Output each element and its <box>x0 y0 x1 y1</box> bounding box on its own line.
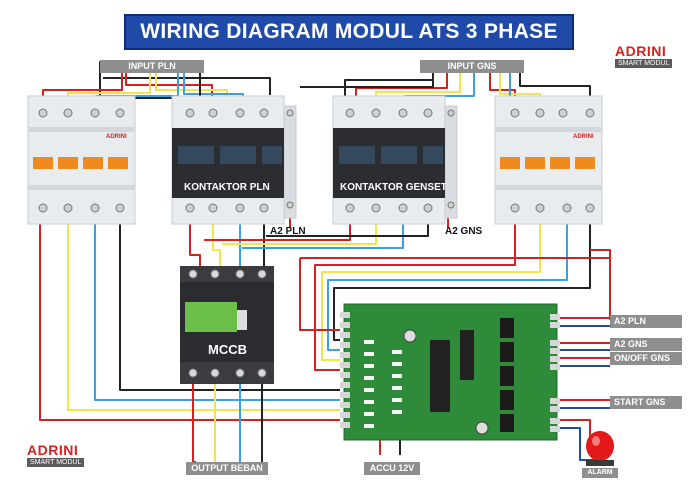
module-output-a2-pln: A2 PLN <box>610 315 682 328</box>
wire-alarm-a <box>557 419 591 440</box>
wire-mcb-gns-s <box>321 220 541 361</box>
input-gns-label: INPUT GNS <box>420 60 524 73</box>
kontaktor-genset-label: KONTAKTOR GENSET <box>340 182 447 193</box>
module-output-onoff-gns: ON/OFF GNS <box>610 352 682 365</box>
a2-gns-label: A2 GNS <box>445 226 483 237</box>
alarm-label: ALARM <box>582 468 618 478</box>
wire-red-module <box>299 258 340 331</box>
a2-pln-label: A2 PLN <box>270 226 306 237</box>
module-output-start-gns: START GNS <box>610 396 682 409</box>
contactor-genset <box>332 95 458 225</box>
brand-name: ADRINI <box>27 442 79 458</box>
output-beban-label: OUTPUT BEBAN <box>186 462 268 475</box>
brand-subtitle: SMART MODUL <box>27 458 85 467</box>
accu-label: ACCU 12V <box>364 462 420 475</box>
mccb <box>180 266 274 384</box>
wire-mcb-gns-r <box>314 220 516 371</box>
wire-kpln-r-mccb <box>189 212 201 268</box>
input-pln-label: INPUT PLN <box>100 60 204 73</box>
mcb-pln: ADRINI <box>27 95 136 225</box>
wire-gns-neutral-link <box>300 80 434 88</box>
wire-mcb-pln-s <box>67 220 340 411</box>
ats-module-board <box>340 303 560 441</box>
wire-kpln-s-mccb <box>212 212 221 268</box>
svg-text:ADRINI: ADRINI <box>573 134 594 140</box>
module-output-a2-gns: A2 GNS <box>610 338 682 351</box>
wire-gns-n2 <box>519 66 591 103</box>
brand-logo-bottom: ADRINI SMART MODUL <box>27 442 85 467</box>
brand-logo-top: ADRINI SMART MODUL <box>615 43 673 68</box>
wire-gns-a <box>344 66 434 103</box>
mccb-label: MCCB <box>208 342 247 357</box>
brand-subtitle: SMART MODUL <box>615 59 673 68</box>
wire-mcb-gns-t <box>327 220 568 351</box>
brand-name: ADRINI <box>615 43 667 59</box>
svg-text:ADRINI: ADRINI <box>106 134 127 140</box>
wire-mcb-pln-n <box>119 220 340 391</box>
wire-red-loop <box>590 249 611 320</box>
page-title: WIRING DIAGRAM MODUL ATS 3 PHASE <box>124 14 574 50</box>
kontaktor-pln-label: KONTAKTOR PLN <box>184 182 270 193</box>
wire-mcb-gns-n <box>333 220 591 341</box>
wire-pln-n <box>103 77 271 95</box>
wire-mcb-pln-t <box>94 220 340 401</box>
mcb-gns: ADRINI <box>494 95 603 225</box>
contactor-pln <box>171 95 297 225</box>
alarm-light <box>586 431 614 466</box>
